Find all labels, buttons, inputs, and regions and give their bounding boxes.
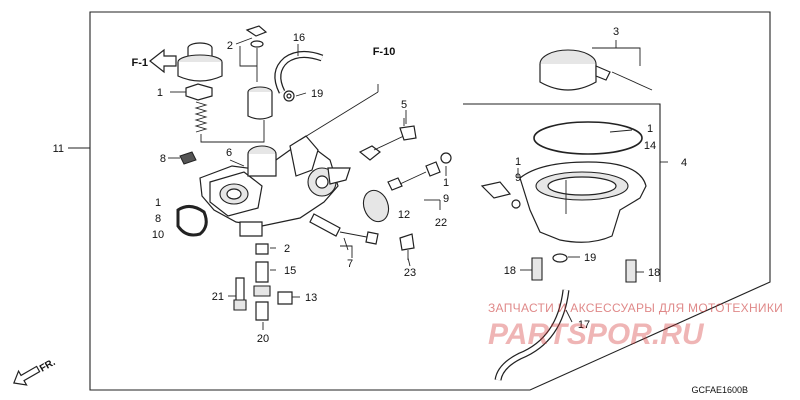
ref-label-f1: F-1 xyxy=(132,57,149,69)
callout-2: 2 xyxy=(227,40,233,52)
diagram-code: GCFAE1600B xyxy=(691,385,748,395)
throttle-stop-screw xyxy=(229,159,245,167)
assembly-frame xyxy=(89,11,771,391)
callout-9: 9 xyxy=(443,193,449,205)
chamber-bolt-left xyxy=(531,257,543,281)
front-label: FR. xyxy=(38,357,58,375)
slow-jet xyxy=(233,277,247,311)
needle-clip xyxy=(239,25,268,82)
callout-4: 4 xyxy=(681,157,687,169)
chamber-bolt-right xyxy=(625,259,637,283)
top-cover xyxy=(539,40,653,91)
plug-cap xyxy=(179,151,197,165)
carburetor-body xyxy=(199,135,351,237)
callout-21: 21 xyxy=(212,291,224,303)
chamber-clip xyxy=(552,253,568,263)
callout-16: 16 xyxy=(293,32,305,44)
cap-assembly xyxy=(177,42,223,82)
float-chamber xyxy=(519,121,647,243)
hose-clip xyxy=(283,90,295,102)
callout-13: 13 xyxy=(305,292,317,304)
callout-1: 1 xyxy=(515,156,521,168)
callout-5: 5 xyxy=(401,99,407,111)
callout-19: 19 xyxy=(311,88,323,100)
throttle-valve xyxy=(247,86,273,120)
insulator-gasket xyxy=(176,205,208,237)
float-needle-set xyxy=(309,213,379,258)
callout-1: 1 xyxy=(647,123,653,135)
vent-hose xyxy=(274,51,324,94)
watermark-logo: PARTSPOR.RU xyxy=(488,318,705,351)
callout-11: 11 xyxy=(53,143,64,155)
leader-lines xyxy=(168,37,668,330)
pilot-screw-set xyxy=(358,118,417,161)
callout-1: 1 xyxy=(155,197,161,209)
jet-set xyxy=(387,152,452,191)
callout-6: 6 xyxy=(226,147,232,159)
callout-14: 14 xyxy=(644,140,656,152)
callout-18: 18 xyxy=(504,265,516,277)
float xyxy=(362,189,390,223)
callout-2: 2 xyxy=(284,243,290,255)
spring-nut-assembly xyxy=(185,83,265,143)
callout-10: 10 xyxy=(152,229,164,241)
chamber-screw xyxy=(480,181,521,209)
main-jet-stack xyxy=(253,243,271,321)
callout-8: 8 xyxy=(160,153,166,165)
callout-15: 15 xyxy=(284,265,296,277)
front-arrow-icon xyxy=(13,365,41,386)
ref-label-f10: F-10 xyxy=(373,46,396,58)
callout-19: 19 xyxy=(584,252,596,264)
callout-23: 23 xyxy=(404,267,416,279)
callout-7: 7 xyxy=(347,258,353,270)
callout-12: 12 xyxy=(398,209,410,221)
drain-bolt xyxy=(399,233,415,260)
callout-9: 9 xyxy=(515,172,521,184)
callout-20: 20 xyxy=(257,333,269,345)
watermark-caption: ЗАПЧАСТИ И АКСЕССУАРЫ ДЛЯ МОТОТЕХНИКИ xyxy=(488,301,783,315)
callout-1: 1 xyxy=(157,87,163,99)
callout-1: 1 xyxy=(443,177,449,189)
callout-3: 3 xyxy=(613,26,619,38)
ref-arrow-f1 xyxy=(149,48,177,74)
drain-plug xyxy=(277,291,293,305)
callout-22: 22 xyxy=(435,217,447,229)
callout-17: 17 xyxy=(578,319,590,331)
float-chamber-subframe xyxy=(463,103,661,282)
callout-18: 18 xyxy=(648,267,660,279)
callout-8: 8 xyxy=(155,213,161,225)
drain-tube xyxy=(494,289,570,381)
